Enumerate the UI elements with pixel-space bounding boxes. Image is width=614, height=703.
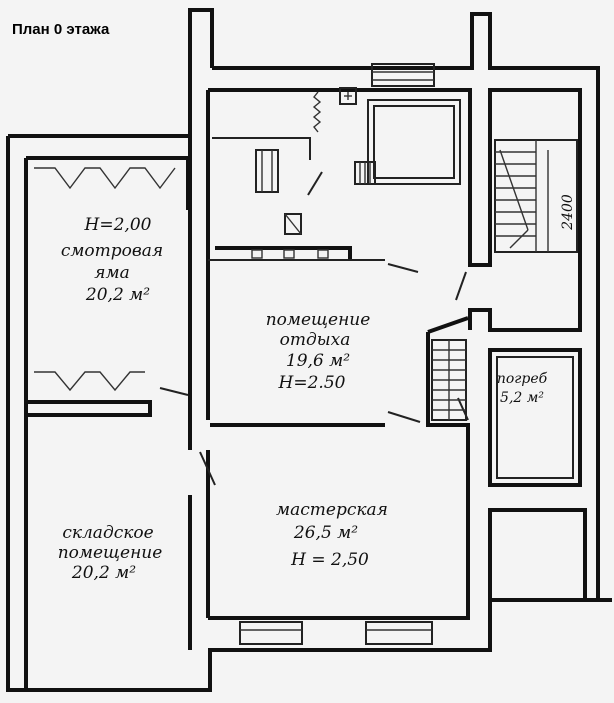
room-label-rest: помещение отдыха 19,6 м² H=2.50 bbox=[266, 310, 371, 393]
windows bbox=[239, 63, 435, 645]
room-label-workshop: мастерская 26,5 м² H = 2,50 bbox=[276, 500, 388, 570]
pit-fixtures bbox=[34, 167, 176, 392]
cellar-area: 5,2 м² bbox=[500, 390, 544, 406]
rest-height: H=2.50 bbox=[278, 373, 346, 393]
staircase-lower bbox=[431, 339, 467, 421]
room-label-storage: складское помещение 20,2 м² bbox=[58, 523, 163, 583]
cellar-name: погреб bbox=[497, 371, 548, 387]
rest-name-line2: отдыха bbox=[280, 330, 351, 350]
upper-room-fixtures bbox=[251, 87, 461, 259]
workshop-height: H = 2,50 bbox=[290, 550, 369, 570]
plan-title: План 0 этажа bbox=[12, 21, 110, 38]
stair-dimension: 2400 bbox=[560, 194, 576, 231]
rest-area: 19,6 м² bbox=[286, 351, 350, 371]
interior-walls bbox=[24, 88, 582, 690]
pit-name-line1: смотровая bbox=[61, 241, 163, 261]
workshop-name: мастерская bbox=[276, 500, 388, 520]
room-label-cellar: погреб 5,2 м² bbox=[497, 371, 548, 406]
workshop-area: 26,5 м² bbox=[293, 523, 358, 543]
room-label-pit: H=2,00 смотровая яма 20,2 м² bbox=[61, 215, 163, 305]
staircase-upper bbox=[494, 139, 578, 253]
storage-area: 20,2 м² bbox=[71, 563, 136, 583]
pit-height: H=2,00 bbox=[84, 215, 152, 235]
pit-name-line2: яма bbox=[94, 263, 130, 283]
outer-walls bbox=[6, 8, 612, 692]
doors bbox=[159, 171, 469, 486]
storage-name-line2: помещение bbox=[58, 543, 163, 563]
pit-area: 20,2 м² bbox=[85, 285, 150, 305]
rest-name-line1: помещение bbox=[266, 310, 371, 330]
storage-name-line1: складское bbox=[62, 523, 153, 543]
